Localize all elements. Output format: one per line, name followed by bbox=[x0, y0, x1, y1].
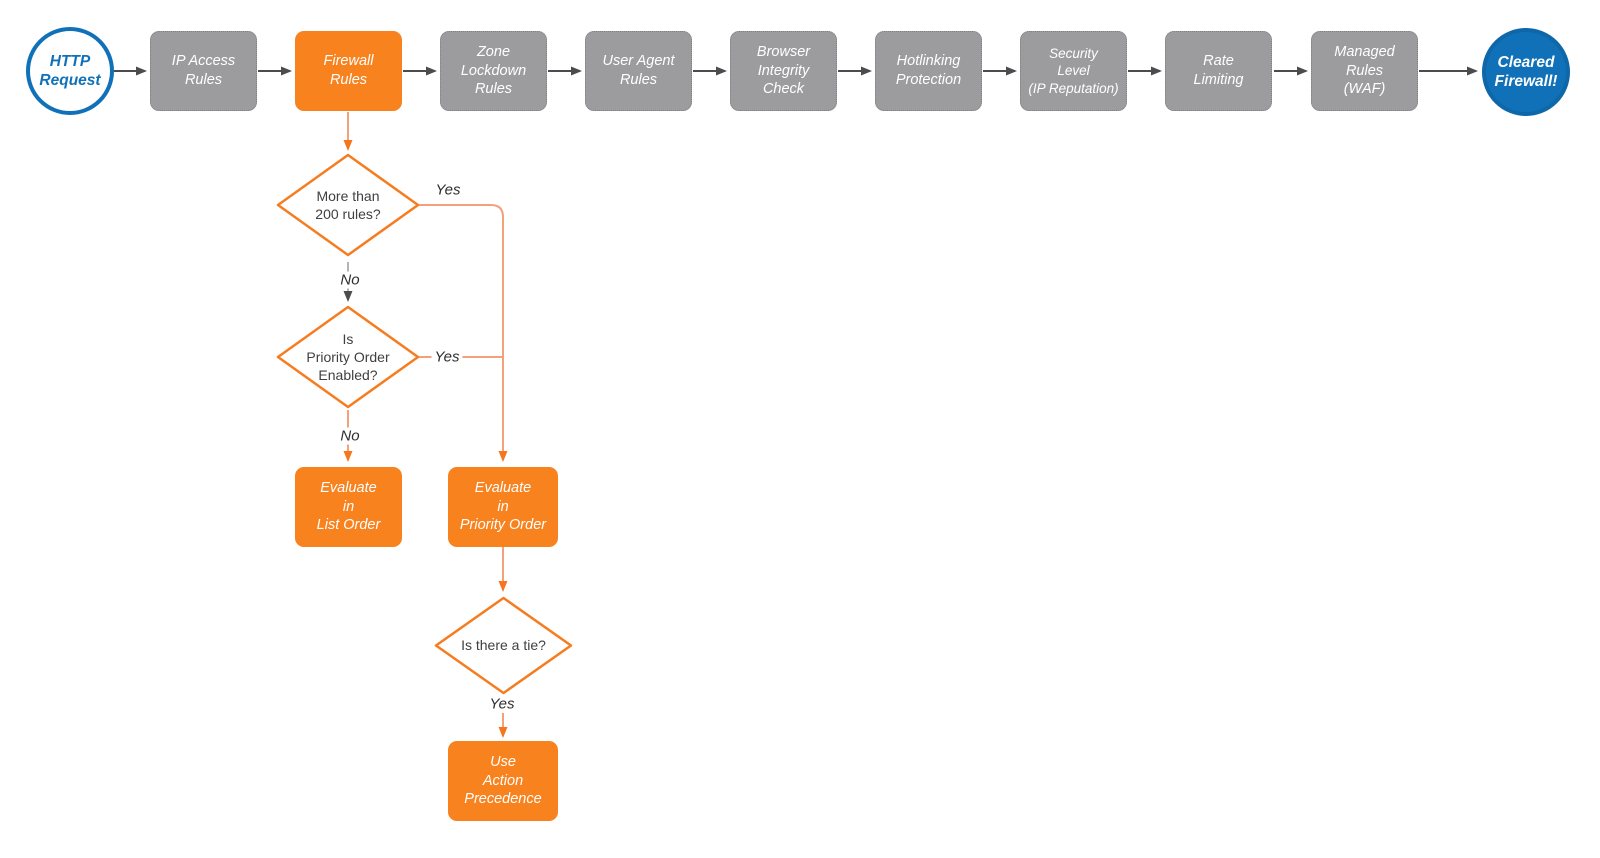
action-node-use-action-precedence: Use Action Precedence bbox=[448, 741, 558, 821]
node-label: Firewall Rules bbox=[323, 53, 374, 88]
node-label: Zone Lockdown Rules bbox=[460, 43, 527, 98]
pipeline-node-security-level: Security Level (IP Reputation) bbox=[1020, 31, 1127, 111]
pipeline-node-firewall-rules: Firewall Rules bbox=[295, 31, 402, 111]
decision-label: More than 200 rules? bbox=[315, 187, 381, 222]
connector-decision1-yes bbox=[419, 204, 508, 462]
node-label: Rate Limiting bbox=[1193, 53, 1244, 88]
node-label: Hotlinking Protection bbox=[895, 53, 962, 88]
decision-label: Is there a tie? bbox=[461, 637, 546, 654]
node-label: Evaluate in Priority Order bbox=[459, 479, 547, 534]
action-node-evaluate-list-order: Evaluate in List Order bbox=[295, 467, 402, 547]
pipeline-node-hotlinking-protection: Hotlinking Protection bbox=[875, 31, 982, 111]
node-label: Managed Rules (WAF) bbox=[1334, 43, 1395, 98]
edge-label-decision1-yes: Yes bbox=[432, 181, 464, 199]
start-node-label: HTTP Request bbox=[39, 52, 101, 89]
node-label: User Agent Rules bbox=[602, 53, 675, 88]
edge-label-decision1-no: No bbox=[337, 271, 363, 289]
diamond-shape bbox=[276, 153, 420, 257]
pipeline-node-rate-limiting: Rate Limiting bbox=[1165, 31, 1272, 111]
decision-more-than-200-rules: More than 200 rules? bbox=[275, 152, 421, 258]
edge-label-decision2-yes: Yes bbox=[431, 348, 463, 366]
pipeline-node-browser-integrity-check: Browser Integrity Check bbox=[730, 31, 837, 111]
pipeline-node-managed-rules-waf: Managed Rules (WAF) bbox=[1311, 31, 1418, 111]
action-node-evaluate-priority-order: Evaluate in Priority Order bbox=[448, 467, 558, 547]
edge-label-decision2-no: No bbox=[337, 427, 363, 445]
node-label: Evaluate in List Order bbox=[316, 479, 381, 534]
diamond-shape bbox=[434, 596, 573, 695]
edge-label-decision3-yes: Yes bbox=[486, 695, 518, 713]
node-label: Browser Integrity Check bbox=[756, 43, 811, 98]
end-node-cleared-firewall: Cleared Firewall! bbox=[1482, 28, 1570, 116]
decision-label: Is Priority Order Enabled? bbox=[306, 330, 390, 384]
node-label: IP Access Rules bbox=[171, 53, 236, 88]
node-label: Use Action Precedence bbox=[464, 753, 542, 808]
pipeline-node-user-agent-rules: User Agent Rules bbox=[585, 31, 692, 111]
start-node-http-request: HTTP Request bbox=[26, 27, 114, 115]
pipeline-node-ip-access-rules: IP Access Rules bbox=[150, 31, 257, 111]
diamond-shape bbox=[276, 305, 420, 409]
node-label: Security Level (IP Reputation) bbox=[1028, 45, 1119, 96]
end-node-label: Cleared Firewall! bbox=[1494, 53, 1558, 90]
decision-is-there-a-tie: Is there a tie? bbox=[433, 595, 574, 696]
decision-priority-order-enabled: Is Priority Order Enabled? bbox=[275, 304, 421, 410]
pipeline-node-zone-lockdown-rules: Zone Lockdown Rules bbox=[440, 31, 547, 111]
